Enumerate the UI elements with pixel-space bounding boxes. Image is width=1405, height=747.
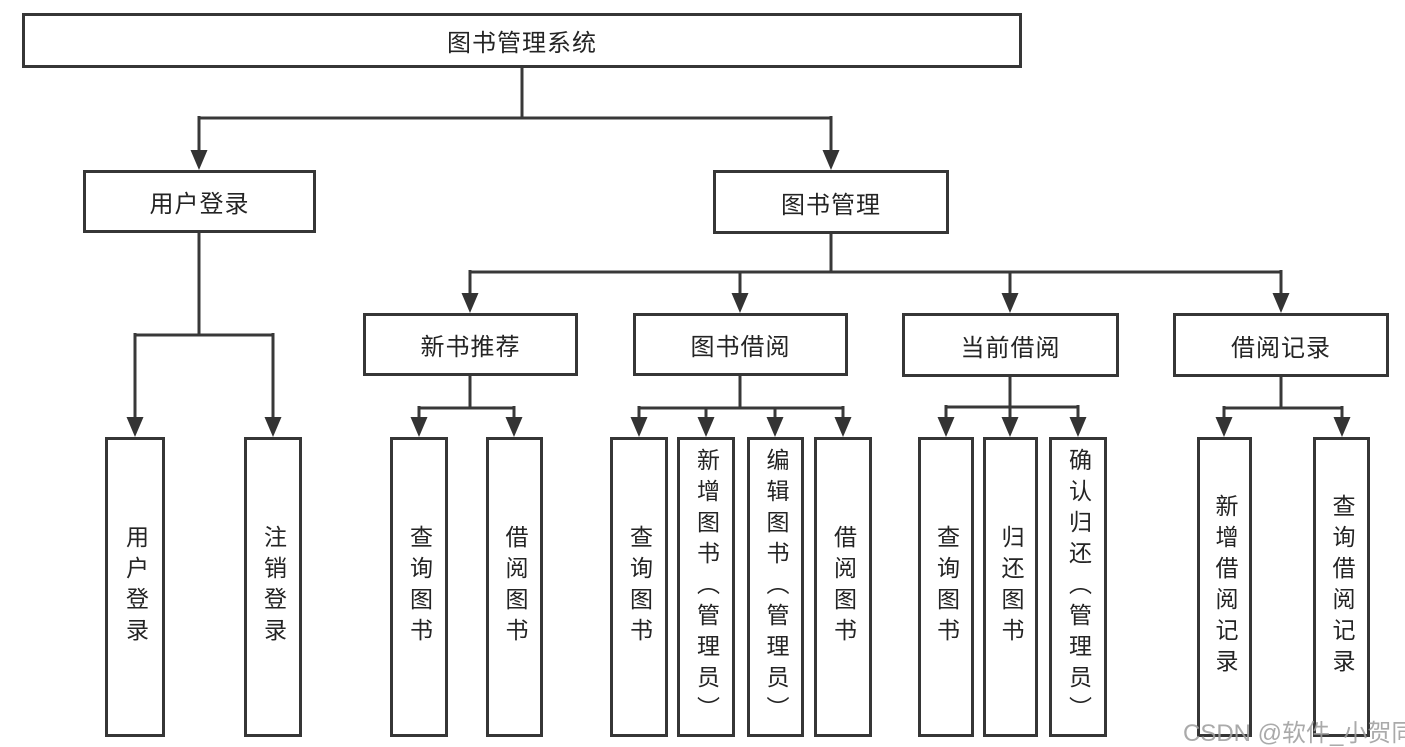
leaf-confirm-return-admin: 确认归还（管理员） [1049, 437, 1107, 737]
leaf-add-books-admin: 新增图书（管理员） [677, 437, 735, 737]
node-root: 图书管理系统 [22, 13, 1022, 68]
leaf-add-books-admin-label: 新增图书（管理员） [693, 447, 720, 727]
leaf-user-login: 用户登录 [105, 437, 165, 737]
node-current-borrow: 当前借阅 [902, 313, 1119, 377]
leaf-confirm-return-admin-label: 确认归还（管理员） [1065, 447, 1092, 727]
connector-user-login-to-leaves [133, 233, 275, 419]
connector-borrow-record-to-leaves [1222, 376, 1344, 419]
leaf-edit-books-admin-label: 编辑图书（管理员） [763, 447, 789, 727]
leaf-add-borrow-record: 新增借阅记录 [1197, 437, 1252, 737]
leaf-query-books-rec-label: 查询图书 [406, 525, 433, 649]
leaf-query-books-borrow-label: 查询图书 [626, 525, 653, 649]
leaf-borrow-books: 借阅图书 [814, 437, 872, 737]
leaf-logout: 注销登录 [244, 437, 302, 737]
node-user-login-label: 用户登录 [149, 191, 250, 218]
node-book-mgmt-label: 图书管理 [781, 191, 881, 219]
leaf-logout-label: 注销登录 [260, 525, 287, 649]
node-book-mgmt: 图书管理 [713, 170, 949, 234]
leaf-query-books-current-label: 查询图书 [933, 525, 960, 649]
node-borrow-record: 借阅记录 [1173, 313, 1389, 377]
leaf-query-books-rec: 查询图书 [390, 437, 448, 737]
connector-current-borrow-to-leaves [944, 376, 1080, 419]
leaf-add-borrow-record-label: 新增借阅记录 [1212, 494, 1238, 680]
leaf-borrow-books-rec: 借阅图书 [486, 437, 543, 737]
connector-new-book-rec-to-leaves [417, 376, 516, 419]
leaf-user-login-label: 用户登录 [122, 525, 149, 649]
node-new-book-rec: 新书推荐 [363, 313, 578, 376]
node-new-book-rec-label: 新书推荐 [420, 334, 521, 361]
leaf-query-borrow-record-label: 查询借阅记录 [1329, 494, 1355, 680]
leaf-return-books-label: 归还图书 [998, 525, 1024, 649]
node-book-borrow-label: 图书借阅 [690, 334, 791, 361]
leaf-return-books: 归还图书 [983, 437, 1038, 737]
connector-book-borrow-to-leaves [637, 376, 845, 419]
leaf-borrow-books-rec-label: 借阅图书 [502, 525, 528, 649]
leaf-query-borrow-record: 查询借阅记录 [1313, 437, 1370, 737]
connector-book-mgmt-to-level3 [468, 234, 1283, 296]
leaf-query-books-current: 查询图书 [918, 437, 974, 737]
node-root-label: 图书管理系统 [447, 30, 597, 57]
csdn-watermark: CSDN @软件_小贺同学 [1183, 720, 1405, 747]
node-user-login: 用户登录 [83, 170, 316, 233]
connector-root-to-level2 [197, 68, 833, 152]
arrowhead-icons [126, 150, 1351, 437]
leaf-query-books-borrow: 查询图书 [610, 437, 668, 737]
leaf-borrow-books-label: 借阅图书 [830, 525, 857, 649]
leaf-edit-books-admin: 编辑图书（管理员） [747, 437, 804, 737]
node-borrow-record-label: 借阅记录 [1231, 334, 1331, 362]
node-current-borrow-label: 当前借阅 [960, 334, 1061, 362]
node-book-borrow: 图书借阅 [633, 313, 848, 376]
